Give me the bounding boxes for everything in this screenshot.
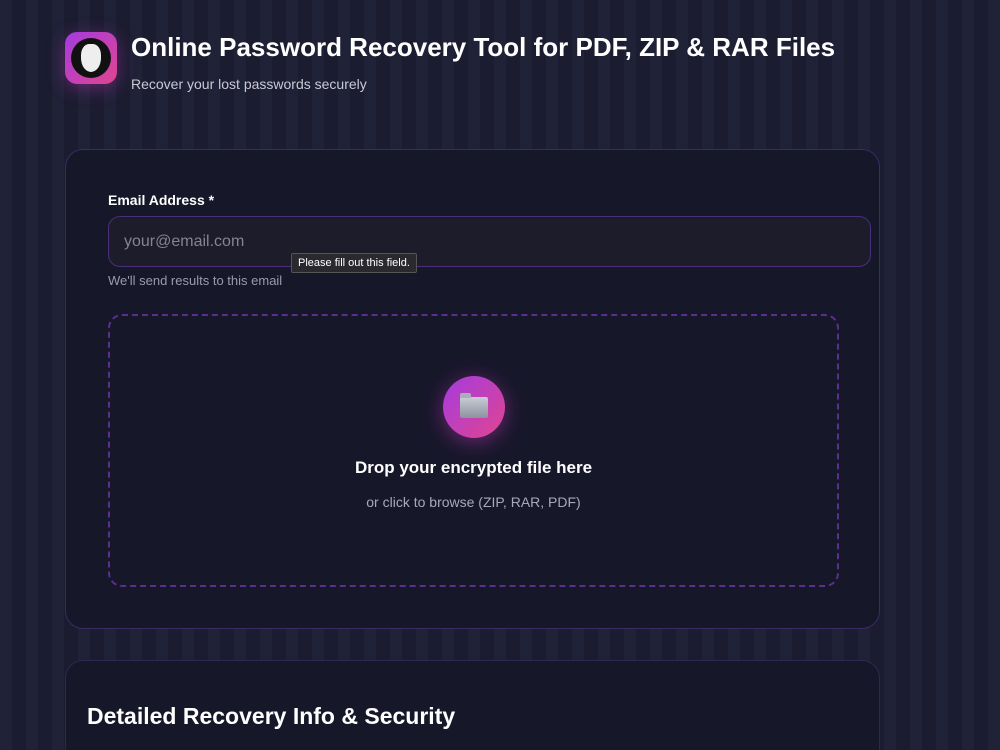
upload-form-card: Email Address * Please fill out this fie… <box>65 149 880 629</box>
recovery-info-card: Detailed Recovery Info & Security <box>65 660 880 750</box>
folder-icon <box>442 376 505 438</box>
file-dropzone[interactable]: Drop your encrypted file here or click t… <box>108 314 839 587</box>
section-title: Detailed Recovery Info & Security <box>87 703 456 729</box>
email-hint: We'll send results to this email <box>108 273 283 288</box>
anonymous-mask-icon <box>65 32 117 84</box>
page-subtitle: Recover your lost passwords securely <box>131 76 367 92</box>
page-title: Online Password Recovery Tool for PDF, Z… <box>131 32 836 62</box>
dropzone-subtitle: or click to browse (ZIP, RAR, PDF) <box>366 494 581 510</box>
email-label: Email Address * <box>108 192 215 208</box>
validation-tooltip: Please fill out this field. <box>291 253 417 273</box>
dropzone-title: Drop your encrypted file here <box>354 458 593 477</box>
header: Online Password Recovery Tool for PDF, Z… <box>65 32 835 92</box>
email-input[interactable] <box>108 216 871 267</box>
